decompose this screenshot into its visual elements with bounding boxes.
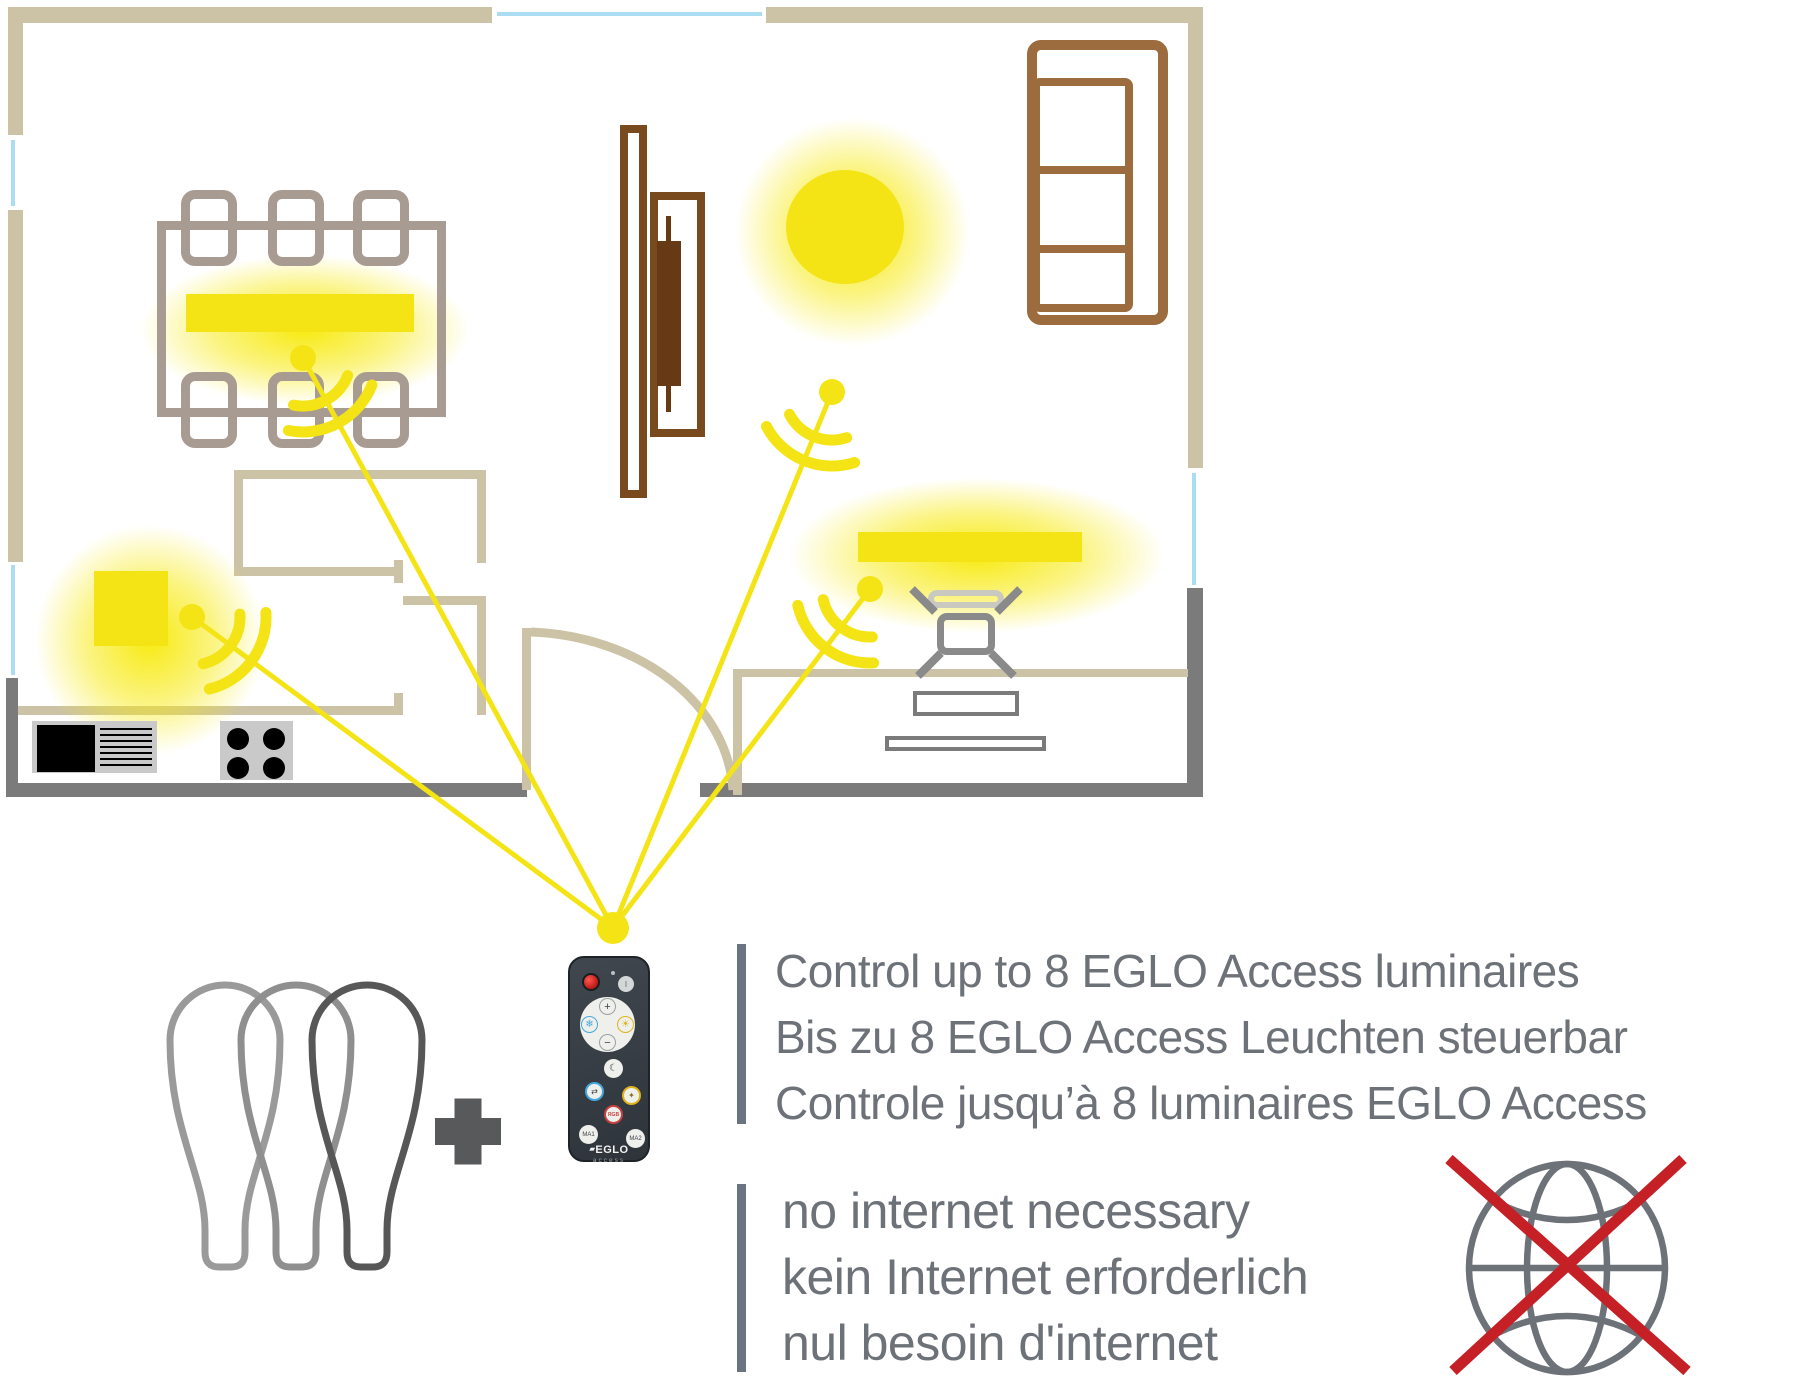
corridor-left-wall-a xyxy=(394,560,403,583)
stove-burner xyxy=(227,757,249,779)
sink-basin xyxy=(37,725,95,772)
tv-wall-panel xyxy=(620,125,647,498)
scene-warm-button: ✦ xyxy=(622,1086,641,1105)
desk-chair-legs xyxy=(909,586,1023,679)
memory-2-button: MA2 xyxy=(626,1129,645,1148)
no-internet-cross-icon xyxy=(1445,1154,1691,1376)
wall-bottom-left xyxy=(8,783,527,797)
remote-signal-origin xyxy=(597,912,629,944)
door-arc xyxy=(530,627,738,791)
interior-wall-bottom xyxy=(234,567,394,576)
signal-rays xyxy=(190,356,872,931)
remote-series: access xyxy=(592,1157,626,1164)
corridor-connector xyxy=(403,596,486,605)
stove-burner xyxy=(263,728,285,750)
dining-table-light xyxy=(186,294,414,332)
window-left-2 xyxy=(11,565,15,675)
light-connection-dots xyxy=(179,345,883,944)
interior-wall-right xyxy=(477,470,486,563)
door-jamb-left xyxy=(522,628,531,790)
interior-wall-left xyxy=(234,470,243,576)
tv-cabinet xyxy=(650,192,705,437)
control-line-en: Control up to 8 EGLO Access luminaires xyxy=(775,945,1580,997)
text-accent-bar xyxy=(737,944,746,1124)
power-button xyxy=(582,973,600,991)
remote-control: I + − ❄ ☀ ☾ ⇄ ✦ RGB MA1 MA2 ▰EGLO access xyxy=(568,956,650,1164)
wall-top-right xyxy=(766,7,1203,23)
wall-top-left xyxy=(8,7,492,23)
window-right xyxy=(1192,473,1196,585)
desk-chair-seat xyxy=(937,613,995,655)
memory-1-button: MA1 xyxy=(579,1125,598,1144)
desk-chair-backrest xyxy=(928,590,1004,608)
desk-paper xyxy=(913,691,1019,716)
night-mode-button: ☾ xyxy=(604,1059,623,1078)
interior-wall-top xyxy=(234,470,486,479)
window-top xyxy=(497,12,762,16)
text-accent-bar xyxy=(737,1184,746,1372)
wall-left-lower xyxy=(8,210,23,562)
wall-bottom-right xyxy=(700,783,1203,797)
io-button: I xyxy=(618,976,634,992)
light-bulb-icon xyxy=(166,981,426,1271)
corridor-left-wall-b xyxy=(394,693,403,715)
corridor-right-wall xyxy=(477,597,486,715)
wall-left-stub xyxy=(6,678,18,797)
desk-light xyxy=(858,532,1082,562)
internet-line-en: no internet necessary xyxy=(782,1183,1250,1239)
sofa-cushion-divider xyxy=(1032,166,1133,174)
ceiling-light xyxy=(786,170,904,284)
remote-brand: ▰EGLO xyxy=(589,1144,629,1156)
sun-icon: ☀ xyxy=(621,1019,630,1030)
rgb-button: RGB xyxy=(604,1105,623,1124)
wall-right-lower xyxy=(1187,588,1203,797)
cool-white-button: ❄ xyxy=(581,1016,598,1033)
indicator-led xyxy=(611,971,615,975)
scene-blue-button: ⇄ xyxy=(585,1082,604,1101)
moon-icon: ☾ xyxy=(609,1063,618,1074)
plus-icon xyxy=(435,1098,501,1165)
kitchen-light xyxy=(94,571,168,646)
dining-table xyxy=(157,221,446,417)
control-pad: + − ❄ ☀ xyxy=(580,997,635,1052)
stove-burner xyxy=(263,757,285,779)
warm-white-button: ☀ xyxy=(617,1016,634,1033)
desk-edge xyxy=(733,669,1188,677)
internet-line-de: kein Internet erforderlich xyxy=(782,1249,1309,1305)
wifi-signal-icon xyxy=(197,370,880,695)
tv-screen-body xyxy=(657,241,681,386)
door-jamb-right xyxy=(733,669,742,795)
internet-text-block: no internet necessary kein Internet erfo… xyxy=(782,1178,1309,1376)
wall-right-upper xyxy=(1188,7,1203,468)
control-line-fr: Controle jusqu’à 8 luminaires EGLO Acces… xyxy=(775,1077,1647,1129)
sofa-cushion-divider xyxy=(1032,245,1133,253)
wall-left-upper xyxy=(8,7,23,135)
window-left-1 xyxy=(11,140,15,206)
control-text-block: Control up to 8 EGLO Access luminaires B… xyxy=(775,938,1647,1136)
brightness-up-button: + xyxy=(599,998,616,1015)
snowflake-icon: ❄ xyxy=(585,1019,594,1030)
eglo-flag-icon: ▰ xyxy=(589,1146,596,1153)
stove-burner xyxy=(227,728,249,750)
sofa-cushions xyxy=(1032,78,1133,312)
sink-drainer xyxy=(100,728,152,769)
desk-paper xyxy=(885,736,1046,751)
io-button-label: I xyxy=(624,979,628,989)
brightness-down-button: − xyxy=(599,1034,616,1051)
control-line-de: Bis zu 8 EGLO Access Leuchten steuerbar xyxy=(775,1011,1628,1063)
internet-line-fr: nul besoin d'internet xyxy=(782,1315,1218,1371)
